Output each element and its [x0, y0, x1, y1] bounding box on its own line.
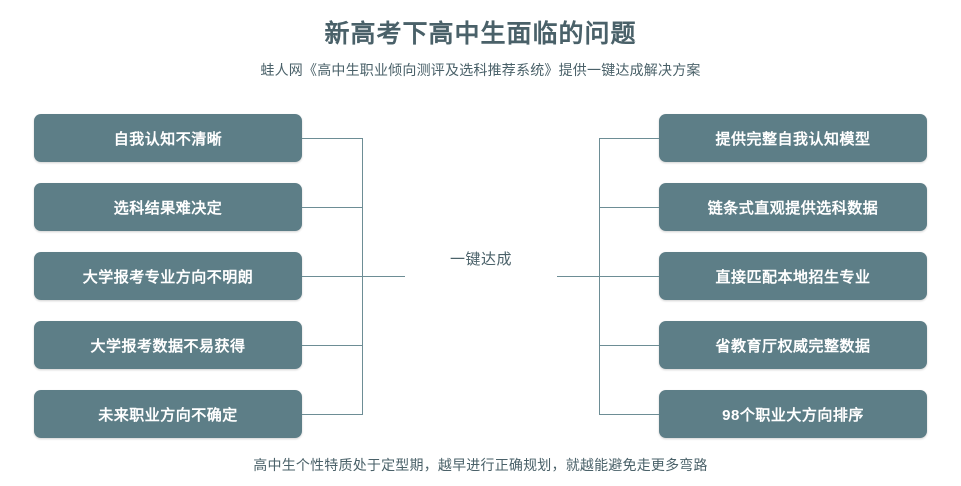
- left-node-3-label: 大学报考专业方向不明朗: [82, 268, 254, 286]
- page-subtitle: 蛙人网《高中生职业倾向测评及选科推荐系统》提供一键达成解决方案: [260, 62, 701, 78]
- left-node-2-label: 选科结果难决定: [113, 199, 223, 217]
- right-node-2[interactable]: 链条式直观提供选科数据: [659, 183, 927, 231]
- right-stub-1: [599, 138, 659, 139]
- left-node-2[interactable]: 选科结果难决定: [34, 183, 302, 231]
- right-node-4[interactable]: 省教育厅权威完整数据: [659, 321, 927, 369]
- left-node-3[interactable]: 大学报考专业方向不明朗: [34, 252, 302, 300]
- left-stub-2: [302, 207, 362, 208]
- left-node-1[interactable]: 自我认知不清晰: [34, 114, 302, 162]
- right-stub-4: [599, 345, 659, 346]
- left-stub-5: [302, 414, 362, 415]
- right-node-1[interactable]: 提供完整自我认知模型: [659, 114, 927, 162]
- right-stub-5: [599, 414, 659, 415]
- right-bracket-spine: [599, 138, 600, 415]
- right-node-5-label: 98个职业大方向排序: [722, 406, 864, 424]
- right-node-3-label: 直接匹配本地招生专业: [715, 268, 871, 286]
- left-node-5[interactable]: 未来职业方向不确定: [34, 390, 302, 438]
- center-label: 一键达成: [405, 248, 557, 269]
- page-title: 新高考下高中生面临的问题: [324, 20, 637, 48]
- left-node-1-label: 自我认知不清晰: [113, 130, 223, 148]
- right-node-5[interactable]: 98个职业大方向排序: [659, 390, 927, 438]
- left-node-4[interactable]: 大学报考数据不易获得: [34, 321, 302, 369]
- footer-text: 高中生个性特质处于定型期，越早进行正确规划，就越能避免走更多弯路: [253, 457, 708, 473]
- right-node-2-label: 链条式直观提供选科数据: [707, 199, 879, 217]
- left-stub-1: [302, 138, 362, 139]
- right-node-1-label: 提供完整自我认知模型: [715, 130, 871, 148]
- left-node-4-label: 大学报考数据不易获得: [90, 337, 246, 355]
- right-node-4-label: 省教育厅权威完整数据: [715, 337, 871, 355]
- left-stub-4: [302, 345, 362, 346]
- left-node-5-label: 未来职业方向不确定: [98, 406, 238, 424]
- right-stub-3: [557, 276, 659, 277]
- right-node-3[interactable]: 直接匹配本地招生专业: [659, 252, 927, 300]
- left-stub-3: [302, 276, 405, 277]
- right-stub-2: [599, 207, 659, 208]
- left-bracket-spine: [362, 138, 363, 415]
